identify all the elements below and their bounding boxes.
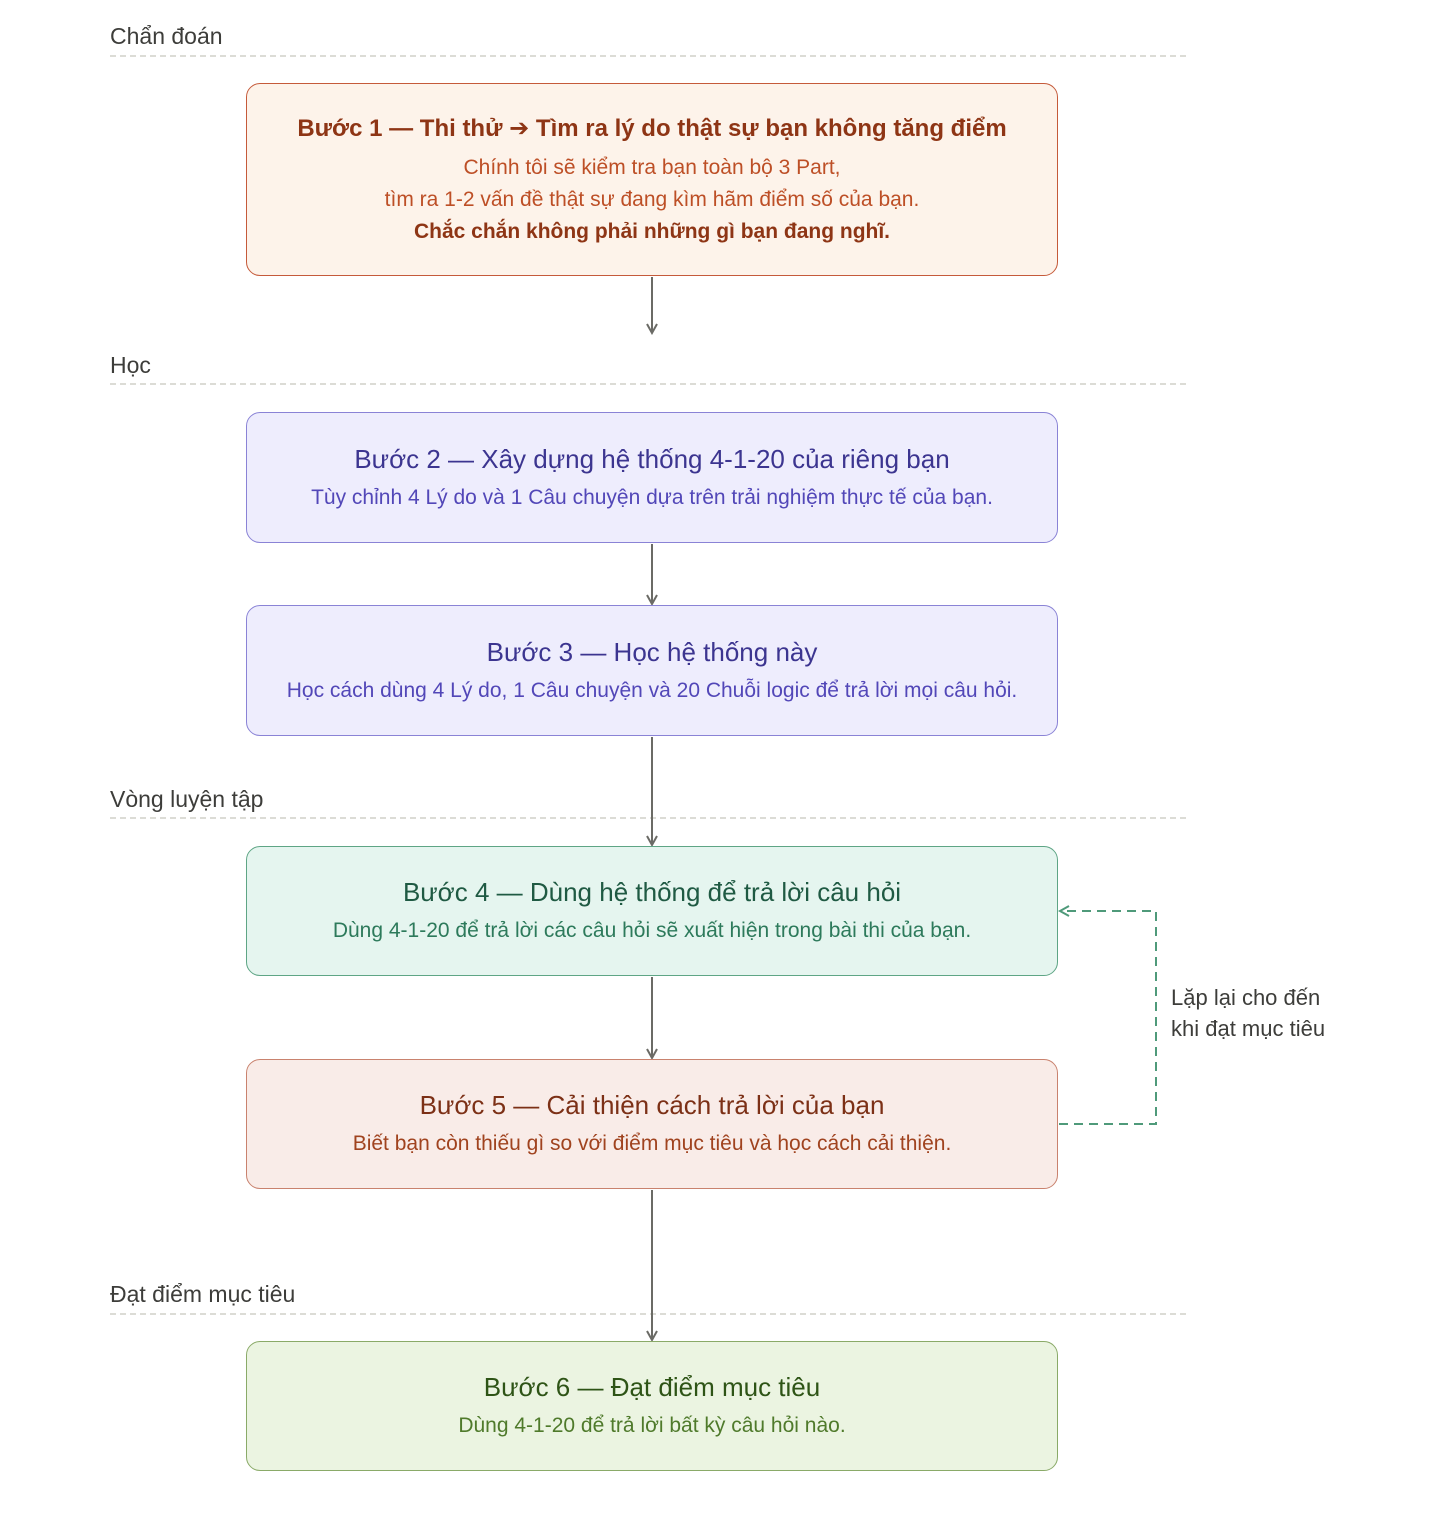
- step-4-box: Bước 4 — Dùng hệ thống để trả lời câu hỏ…: [246, 846, 1058, 976]
- section-divider-diagnosis: [110, 55, 1186, 57]
- step-3-title: Bước 3 — Học hệ thống này: [486, 636, 818, 667]
- step-1-line-3: Chắc chắn không phải những gì bạn đang n…: [413, 219, 891, 243]
- step-4-line-1: Dùng 4-1-20 để trả lời các câu hỏi sẽ xu…: [332, 919, 972, 942]
- step-6-title: Bước 6 — Đạt điểm mục tiêu: [483, 1372, 821, 1402]
- section-label-diagnosis: Chẩn đoán: [110, 23, 223, 49]
- step-5-box: Bước 5 — Cải thiện cách trả lời của bạn …: [246, 1059, 1058, 1189]
- step-5-title: Bước 5 — Cải thiện cách trả lời của bạn: [419, 1090, 885, 1120]
- step-6-box: Bước 6 — Đạt điểm mục tiêu Dùng 4-1-20 đ…: [246, 1341, 1058, 1471]
- section-divider-learn: [110, 383, 1186, 385]
- loop-arrow-step5-step4: [1059, 911, 1157, 1125]
- section-label-target: Đạt điểm mục tiêu: [110, 1281, 296, 1307]
- step-1-box: Bước 1 — Thi thử ➔ Tìm ra lý do thật sự …: [246, 83, 1058, 276]
- step-1-line-2: tìm ra 1-2 vấn đề thật sự đang kìm hãm đ…: [384, 187, 920, 211]
- section-divider-practice: [110, 817, 1186, 819]
- step-5-line-1: Biết bạn còn thiếu gì so với điểm mục ti…: [352, 1132, 952, 1155]
- step-2-box: Bước 2 — Xây dựng hệ thống 4-1-20 của ri…: [246, 412, 1058, 543]
- step-2-line-1: Tùy chỉnh 4 Lý do và 1 Câu chuyện dựa tr…: [311, 485, 993, 509]
- step-6-line-1: Dùng 4-1-20 để trả lời bất kỳ câu hỏi nà…: [458, 1414, 846, 1437]
- loop-label: Lặp lại cho đến khi đạt mục tiêu: [1171, 982, 1325, 1044]
- step-2-title: Bước 2 — Xây dựng hệ thống 4-1-20 của ri…: [354, 443, 950, 474]
- step-1-title: Bước 1 — Thi thử ➔ Tìm ra lý do thật sự …: [297, 114, 1007, 142]
- step-4-title: Bước 4 — Dùng hệ thống để trả lời câu hỏ…: [402, 877, 902, 907]
- step-3-box: Bước 3 — Học hệ thống này Học cách dùng …: [246, 605, 1058, 736]
- step-3-line-1: Học cách dùng 4 Lý do, 1 Câu chuyện và 2…: [286, 678, 1018, 702]
- loop-label-line-1: Lặp lại cho đến: [1171, 985, 1321, 1010]
- step-1-line-1: Chính tôi sẽ kiểm tra bạn toàn bộ 3 Part…: [463, 155, 841, 179]
- section-label-learn: Học: [110, 352, 151, 378]
- section-label-practice: Vòng luyện tập: [110, 786, 264, 812]
- section-divider-target: [110, 1313, 1186, 1315]
- loop-label-line-2: khi đạt mục tiêu: [1171, 1016, 1326, 1041]
